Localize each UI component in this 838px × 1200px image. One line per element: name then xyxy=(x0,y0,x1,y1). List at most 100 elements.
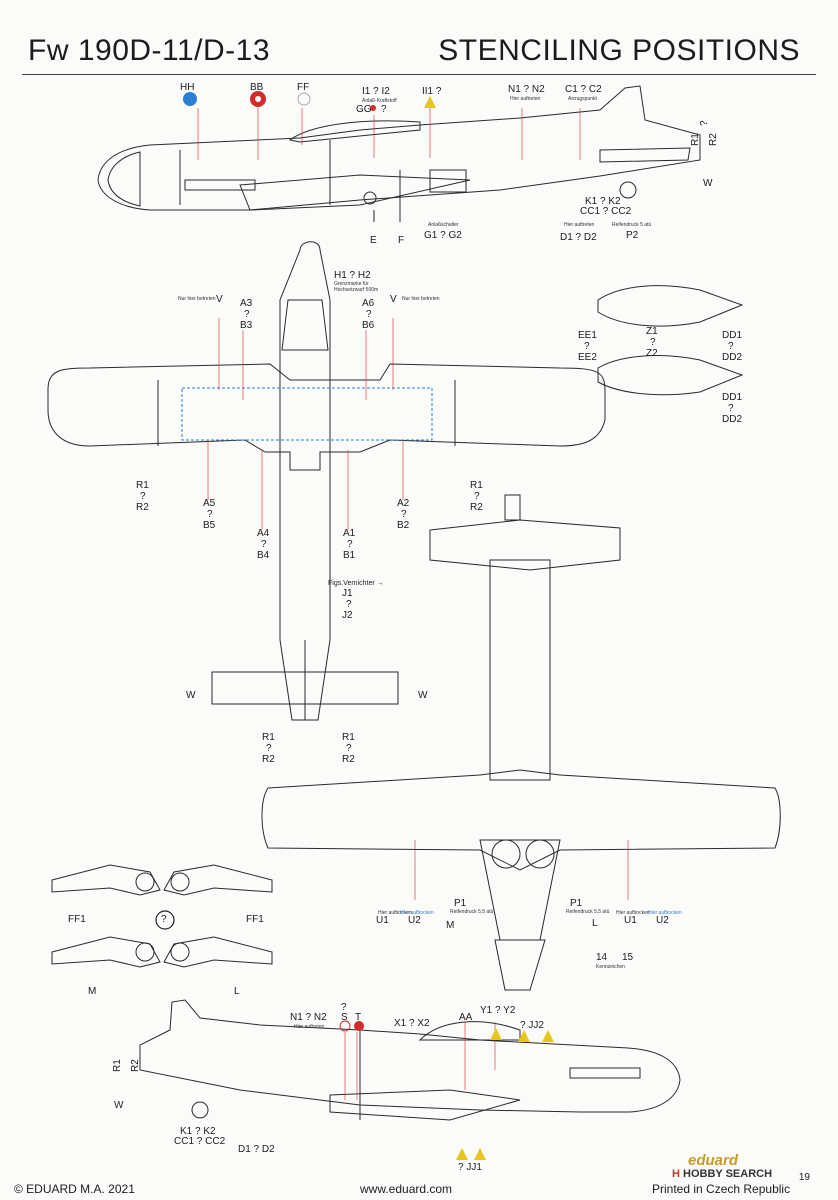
label-r-q-tail-right: ? xyxy=(346,743,352,754)
note-hier-aufbocken-2: Hier aufbocken xyxy=(400,910,434,916)
copyright: © EDUARD M.A. 2021 xyxy=(14,1182,135,1196)
label-a2: A2 xyxy=(397,498,410,509)
label-b4: B4 xyxy=(257,550,270,561)
label-k1-k2: K1 ? K2 xyxy=(585,196,621,207)
note-hier-auftreten: Hier auftreten xyxy=(510,96,541,102)
note-hier-auftreten-bottom: Hier auftreten xyxy=(294,1024,325,1030)
label-cc1-cc2: CC1 ? CC2 xyxy=(580,206,632,217)
note-reifendruck-left: Reifendruck 5,5 atü xyxy=(450,909,494,915)
label-ff: FF xyxy=(297,82,310,93)
label-h1-h2: H1 ? H2 xyxy=(334,270,371,281)
stencil-hh-marker xyxy=(183,92,197,106)
note-reifendruck: Reifendruck 5 atü xyxy=(612,222,652,228)
hobby-search-text: HOBBY SEARCH xyxy=(683,1168,773,1180)
label-z2: Z2 xyxy=(646,348,658,359)
label-r-q-tail-left: ? xyxy=(266,743,272,754)
plan-view xyxy=(47,241,606,721)
label-dd1-b: DD1 xyxy=(722,392,743,403)
label-ff1-right: FF1 xyxy=(246,914,264,925)
label-ee2: EE2 xyxy=(578,352,597,363)
label-a4: A4 xyxy=(257,528,270,539)
label-u1-left: U1 xyxy=(376,915,389,926)
label-hh: HH xyxy=(180,82,195,93)
stencil-ii-marker xyxy=(424,96,436,108)
label-z-q: ? xyxy=(650,337,656,348)
label-p1-right: P1 xyxy=(570,898,583,909)
label-n1-n2-bottom: N1 ? N2 xyxy=(290,1012,327,1023)
label-r1-left: R1 xyxy=(136,480,149,491)
label-r1: R1 xyxy=(690,133,701,146)
label-a2-q: ? xyxy=(401,509,407,520)
label-a3-q: ? xyxy=(244,309,250,320)
label-b2: B2 xyxy=(397,520,410,531)
label-l-gear: L xyxy=(234,986,240,997)
label-d1-d2-bottom: D1 ? D2 xyxy=(238,1144,275,1155)
label-u1-right: U1 xyxy=(624,915,637,926)
label-dd-q-b: ? xyxy=(728,403,734,414)
note-figs-vernichter: Figs.Vernichter → xyxy=(328,580,384,587)
label-r-q-right: ? xyxy=(474,491,480,502)
note-hier-aufbocken-3: Hier aufbocken xyxy=(616,910,650,916)
note-hier-auftreten-2: Hier auftreten xyxy=(564,222,595,228)
label-r1-bottom: R1 xyxy=(112,1059,123,1072)
note-hier-aufbocken-1: Hier aufbocken xyxy=(378,910,412,916)
side-view-top xyxy=(97,85,701,222)
label-r2-tail-left: R2 xyxy=(262,754,275,765)
note-anzugspunkt: Anzugspunkt xyxy=(568,96,597,102)
label-w-tail-left: W xyxy=(186,690,196,701)
underside-view xyxy=(261,494,781,991)
label-s: S xyxy=(341,1012,348,1023)
label-z1: Z1 xyxy=(646,326,658,337)
label-j2: J2 xyxy=(342,610,353,621)
label-d1-d2: D1 ? D2 xyxy=(560,232,597,243)
label-l-under: L xyxy=(592,918,598,929)
label-14: 14 xyxy=(596,952,608,963)
label-j1: J1 xyxy=(342,588,353,599)
label-n1-n2: N1 ? N2 xyxy=(508,84,545,95)
label-a3: A3 xyxy=(240,298,253,309)
section-title: STENCILING POSITIONS xyxy=(438,34,800,67)
label-f: F xyxy=(398,235,405,246)
note-nur-hier-betreten-left: Nur hier betreten xyxy=(178,296,216,302)
label-m-under: M xyxy=(446,920,455,931)
label-r2: R2 xyxy=(708,133,719,146)
label-b1: B1 xyxy=(343,550,356,561)
label-r-q: ? xyxy=(699,120,710,126)
label-a1: A1 xyxy=(343,528,356,539)
label-u2-left: U2 xyxy=(408,915,421,926)
label-y1-y2: Y1 ? Y2 xyxy=(480,1005,516,1016)
label-r1-right: R1 xyxy=(470,480,483,491)
label-a6-q: ? xyxy=(366,309,372,320)
label-a1-q: ? xyxy=(347,539,353,550)
label-g1-g2: G1 ? G2 xyxy=(424,230,462,241)
note-hier-aufbocken-4: Hier aufbocken xyxy=(648,910,682,916)
label-r-q-left: ? xyxy=(140,491,146,502)
label-u2-right: U2 xyxy=(656,915,669,926)
label-jj1: ? JJ1 xyxy=(458,1162,482,1173)
hobby-search-logo-mark: H xyxy=(672,1168,680,1180)
note-anlass-kraftstoff: Anlaß-Kraftstoff xyxy=(362,98,397,104)
label-m-gear: M xyxy=(88,986,97,997)
label-k1-k2-bottom: K1 ? K2 xyxy=(180,1126,216,1137)
side-view-bottom xyxy=(139,999,681,1121)
label-x1-x2: X1 ? X2 xyxy=(394,1018,430,1029)
label-w: W xyxy=(703,178,713,189)
label-r2-tail-right: R2 xyxy=(342,754,355,765)
label-dd-q-a: ? xyxy=(728,341,734,352)
note-nur-hier-betreten-right: Nur hier betreten xyxy=(402,296,440,302)
label-dd2-a: DD2 xyxy=(722,352,743,363)
website-link[interactable]: www.eduard.com xyxy=(360,1182,453,1196)
spinner-views xyxy=(597,285,744,396)
label-dd2-b: DD2 xyxy=(722,414,743,425)
stencil-ff-marker xyxy=(297,92,311,106)
label-i1-i2: I1 ? I2 xyxy=(362,86,390,97)
eduard-logo: eduard xyxy=(688,1152,739,1169)
printed-in: Printed in Czech Republic xyxy=(652,1182,791,1196)
label-ee1: EE1 xyxy=(578,330,597,341)
label-w-bottom: W xyxy=(114,1100,124,1111)
label-w-tail-right: W xyxy=(418,690,428,701)
note-reifendruck-right: Reifendruck 5,5 atü xyxy=(566,909,610,915)
label-e: E xyxy=(370,235,377,246)
label-a4-q: ? xyxy=(261,539,267,550)
